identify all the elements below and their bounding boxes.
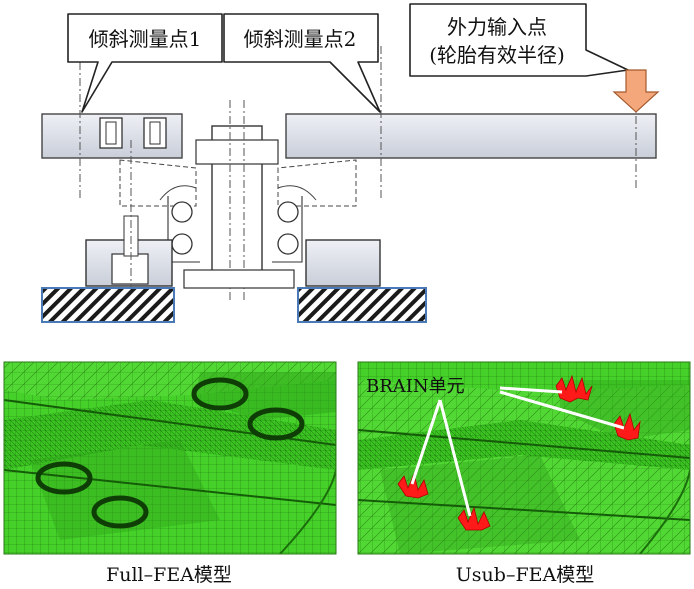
ball-ring-icon (247, 407, 305, 441)
ball-ring-icon (35, 461, 93, 495)
full-fea-mesh-image (3, 361, 337, 555)
callout-tilt-point-2-text: 倾斜测量点2 (244, 27, 357, 51)
cross-section-drawing (41, 46, 657, 323)
ball-ring-icon (91, 495, 149, 529)
force-arrow-icon (612, 69, 660, 113)
callout-tilt-point-1-text: 倾斜测量点1 (89, 27, 202, 51)
callout-force-input: 外力输入点 (轮胎有效半径) (409, 3, 629, 77)
callout-tilt-point-2: 倾斜测量点2 (223, 13, 381, 113)
ground-base-left (41, 287, 175, 323)
callout-force-line2: (轮胎有效半径) (429, 43, 565, 67)
ball-3 (277, 201, 299, 223)
ball-ring-icon (191, 377, 249, 411)
brain-element-icon (555, 374, 593, 403)
ground-base-right (297, 287, 427, 323)
caption-full-fea: Full–FEA模型 (106, 564, 232, 586)
ball-4 (277, 233, 299, 255)
mount-right (305, 239, 381, 287)
ball-1 (171, 201, 193, 223)
callout-force-line1: 外力输入点 (447, 15, 547, 39)
brain-element-icon (457, 506, 491, 531)
brain-element-icon (397, 472, 429, 499)
usub-fea-mesh-image: BRAIN单元 (357, 361, 691, 555)
caption-usub-fea: Usub–FEA模型 (455, 564, 595, 586)
ball-2 (171, 233, 193, 255)
callout-tilt-point-1: 倾斜测量点1 (67, 13, 223, 113)
flange-right (285, 113, 657, 159)
brain-element-icon (613, 412, 641, 441)
brain-element-label: BRAIN单元 (366, 376, 465, 397)
